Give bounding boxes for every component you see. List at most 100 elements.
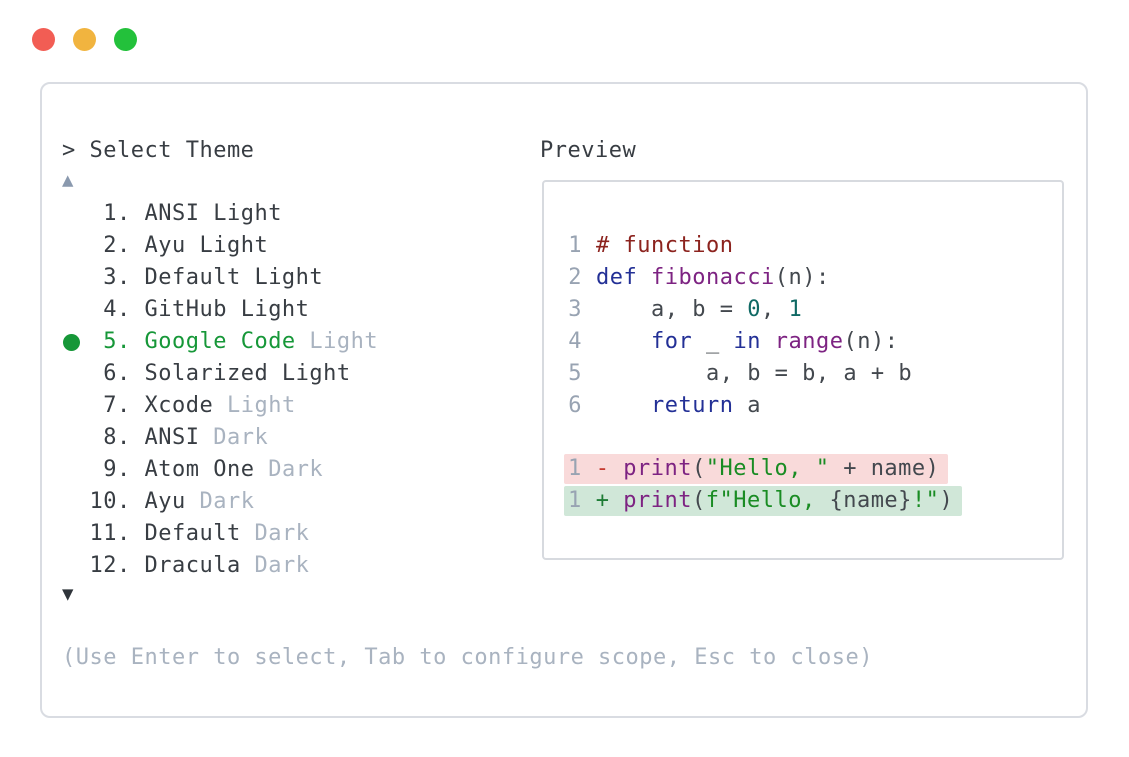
line-number: 1 <box>568 488 582 513</box>
theme-item-9[interactable]: 9. Atom One Dark <box>62 454 323 486</box>
minimize-button[interactable] <box>73 28 96 51</box>
theme-item-variant: Light <box>213 393 296 418</box>
code-token-pln <box>596 393 651 418</box>
close-button[interactable] <box>32 28 55 51</box>
code-token-pln: ) <box>939 488 954 513</box>
line-number: 6 <box>568 393 582 418</box>
theme-item-number: 3. <box>62 265 145 290</box>
diff-line-removed: 1- print("Hello, " + name) <box>564 454 949 484</box>
theme-item-2[interactable]: 2. Ayu Light <box>62 230 268 262</box>
code-token-str: "Hello, " <box>705 456 830 481</box>
theme-item-name: Ayu Light <box>144 233 269 258</box>
theme-item-1[interactable]: 1. ANSI Light <box>62 198 282 230</box>
theme-item-3[interactable]: 3. Default Light <box>62 262 323 294</box>
theme-selector-panel: > Select Theme ▲ 1. ANSI Light 2. Ayu Li… <box>40 82 1088 718</box>
code-line: 5 a, b = b, a + b <box>568 358 1062 390</box>
scroll-up-icon[interactable]: ▲ <box>62 169 74 191</box>
code-token-str: !" <box>911 488 940 513</box>
code-token-pln: ( <box>691 456 706 481</box>
line-number: 5 <box>568 361 582 386</box>
code-token-rem: - <box>595 456 624 481</box>
theme-item-variant: Light <box>295 329 379 354</box>
preview-title: Preview <box>540 138 637 163</box>
theme-item-name: ANSI <box>144 425 200 450</box>
code-line: 1 # function <box>568 230 1062 262</box>
code-token-typ: range <box>774 329 844 354</box>
code-token-kwd: for <box>650 329 693 354</box>
theme-item-number: 8. <box>62 425 145 450</box>
code-line: 4 for _ in range(n): <box>568 326 1062 358</box>
code-token-kwd: return <box>650 393 734 418</box>
theme-item-number: 11. <box>62 521 145 546</box>
code-token-typ: print <box>623 488 692 513</box>
theme-item-variant: Dark <box>254 457 324 482</box>
theme-item-number: 1. <box>62 201 145 226</box>
diff-line-added: 1 + print(f"Hello, {name}!") <box>564 486 963 516</box>
code-token-pln: + name) <box>829 456 940 481</box>
theme-item-name: Default Light <box>144 265 324 290</box>
theme-item-name: Ayu <box>144 489 186 514</box>
code-token-pln <box>596 329 651 354</box>
code-line: 2 def fibonacci(n): <box>568 262 1062 294</box>
code-token-lit: 0 <box>747 297 761 322</box>
code-line: 6 return a <box>568 390 1062 422</box>
theme-item-number: 9. <box>62 457 145 482</box>
code-token-kwd: def <box>596 265 638 290</box>
theme-item-number: 4. <box>62 297 145 322</box>
code-token-pln: {name} <box>829 488 912 513</box>
code-token-pln: _ <box>692 329 734 354</box>
code-token-typ: fibonacci <box>651 265 775 290</box>
scroll-down-icon[interactable]: ▼ <box>62 583 74 605</box>
theme-item-variant: Dark <box>240 521 310 546</box>
select-theme-prompt: > Select Theme <box>62 138 255 163</box>
selected-bullet-icon <box>63 334 80 351</box>
line-number: 2 <box>568 265 582 290</box>
hint-text: (Use Enter to select, Tab to configure s… <box>62 645 873 670</box>
code-token-pln: ( <box>691 488 706 513</box>
theme-item-name: Atom One <box>144 457 255 482</box>
theme-item-variant: Dark <box>199 425 269 450</box>
theme-item-number: 12. <box>62 553 145 578</box>
theme-item-name: Google Code <box>144 329 296 354</box>
theme-item-7[interactable]: 7. Xcode Light <box>62 390 296 422</box>
code-token-typ: print <box>623 456 692 481</box>
theme-item-number: 6. <box>62 361 145 386</box>
code-token-pln: a <box>733 393 761 418</box>
theme-item-name: GitHub Light <box>144 297 310 322</box>
theme-item-10[interactable]: 10. Ayu Dark <box>62 486 254 518</box>
window-controls <box>32 28 137 51</box>
code-token-pln: a, b = <box>596 297 748 322</box>
theme-item-8[interactable]: 8. ANSI Dark <box>62 422 268 454</box>
theme-item-name: Xcode <box>144 393 214 418</box>
code-token-com: # function <box>596 233 734 258</box>
code-token-str: f"Hello, <box>705 488 830 513</box>
code-token-lit: 1 <box>788 297 803 322</box>
theme-item-number: 5. <box>62 329 145 354</box>
code-token-kwd: in <box>733 329 761 354</box>
theme-item-variant: Dark <box>240 553 310 578</box>
theme-item-number: 10. <box>62 489 145 514</box>
code-token-pln <box>761 329 775 354</box>
theme-item-variant: Dark <box>185 489 255 514</box>
line-number: 1 <box>568 456 582 481</box>
maximize-button[interactable] <box>114 28 137 51</box>
theme-item-name: Default <box>144 521 241 546</box>
line-number: 4 <box>568 329 582 354</box>
code-line: 3 a, b = 0, 1 <box>568 294 1062 326</box>
line-number: 1 <box>568 233 582 258</box>
theme-item-6[interactable]: 6. Solarized Light <box>62 358 351 390</box>
code-token-pln <box>637 265 651 290</box>
code-token-add: + <box>595 488 624 513</box>
theme-item-5[interactable]: 5. Google Code Light <box>62 326 378 358</box>
code-token-pln: (n): <box>774 265 830 290</box>
theme-item-4[interactable]: 4. GitHub Light <box>62 294 309 326</box>
code-token-pln: (n): <box>843 329 899 354</box>
theme-item-12[interactable]: 12. Dracula Dark <box>62 550 309 582</box>
theme-item-11[interactable]: 11. Default Dark <box>62 518 309 550</box>
theme-item-name: Dracula <box>144 553 241 578</box>
line-number: 3 <box>568 297 582 322</box>
theme-item-number: 7. <box>62 393 145 418</box>
code-token-pln: a, b = b, a + b <box>596 361 913 386</box>
